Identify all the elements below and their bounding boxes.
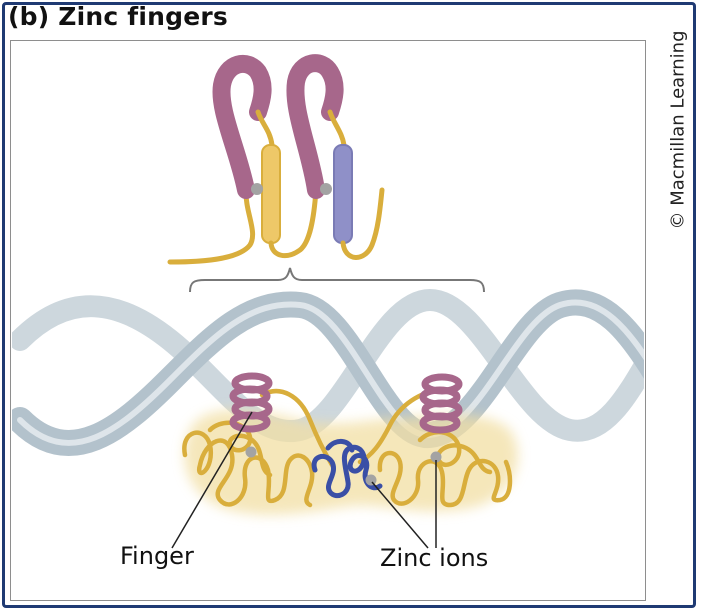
dna-strand-front [12, 289, 644, 456]
zinc-leader-line-1 [371, 481, 429, 549]
protein-complex [182, 372, 518, 515]
curly-brace [189, 267, 485, 293]
backbone-middle [268, 187, 319, 259]
finger-loop-left [212, 54, 272, 199]
zinc-ion-icon [245, 446, 257, 458]
zinc-ion-icon [320, 183, 332, 195]
protein-coil-right-2 [417, 430, 493, 475]
protein-coil-left [182, 430, 315, 508]
helix-right [333, 144, 353, 244]
zinc-ion-icon [430, 451, 442, 463]
zinc-finger-structure [167, 54, 385, 265]
zinc-ion-icon [365, 474, 377, 486]
linker-coil-2 [325, 439, 355, 453]
finger-loop-right [286, 54, 344, 199]
helix-left [261, 144, 281, 244]
bound-finger-helix-right [419, 373, 463, 434]
zinc-ion-icon [251, 183, 263, 195]
finger-to-linker-left [259, 388, 335, 468]
figure-title: (b) Zinc fingers [8, 2, 228, 31]
finger-leader-line [171, 411, 253, 549]
backbone-tail [340, 187, 385, 260]
finger-label: Finger [120, 542, 194, 570]
loop-connector-left [255, 109, 275, 148]
zinc-ions-label: Zinc ions [380, 544, 489, 572]
backbone-left [167, 187, 256, 265]
protein-coil-right [377, 450, 513, 508]
loop-connector-right [327, 109, 347, 148]
